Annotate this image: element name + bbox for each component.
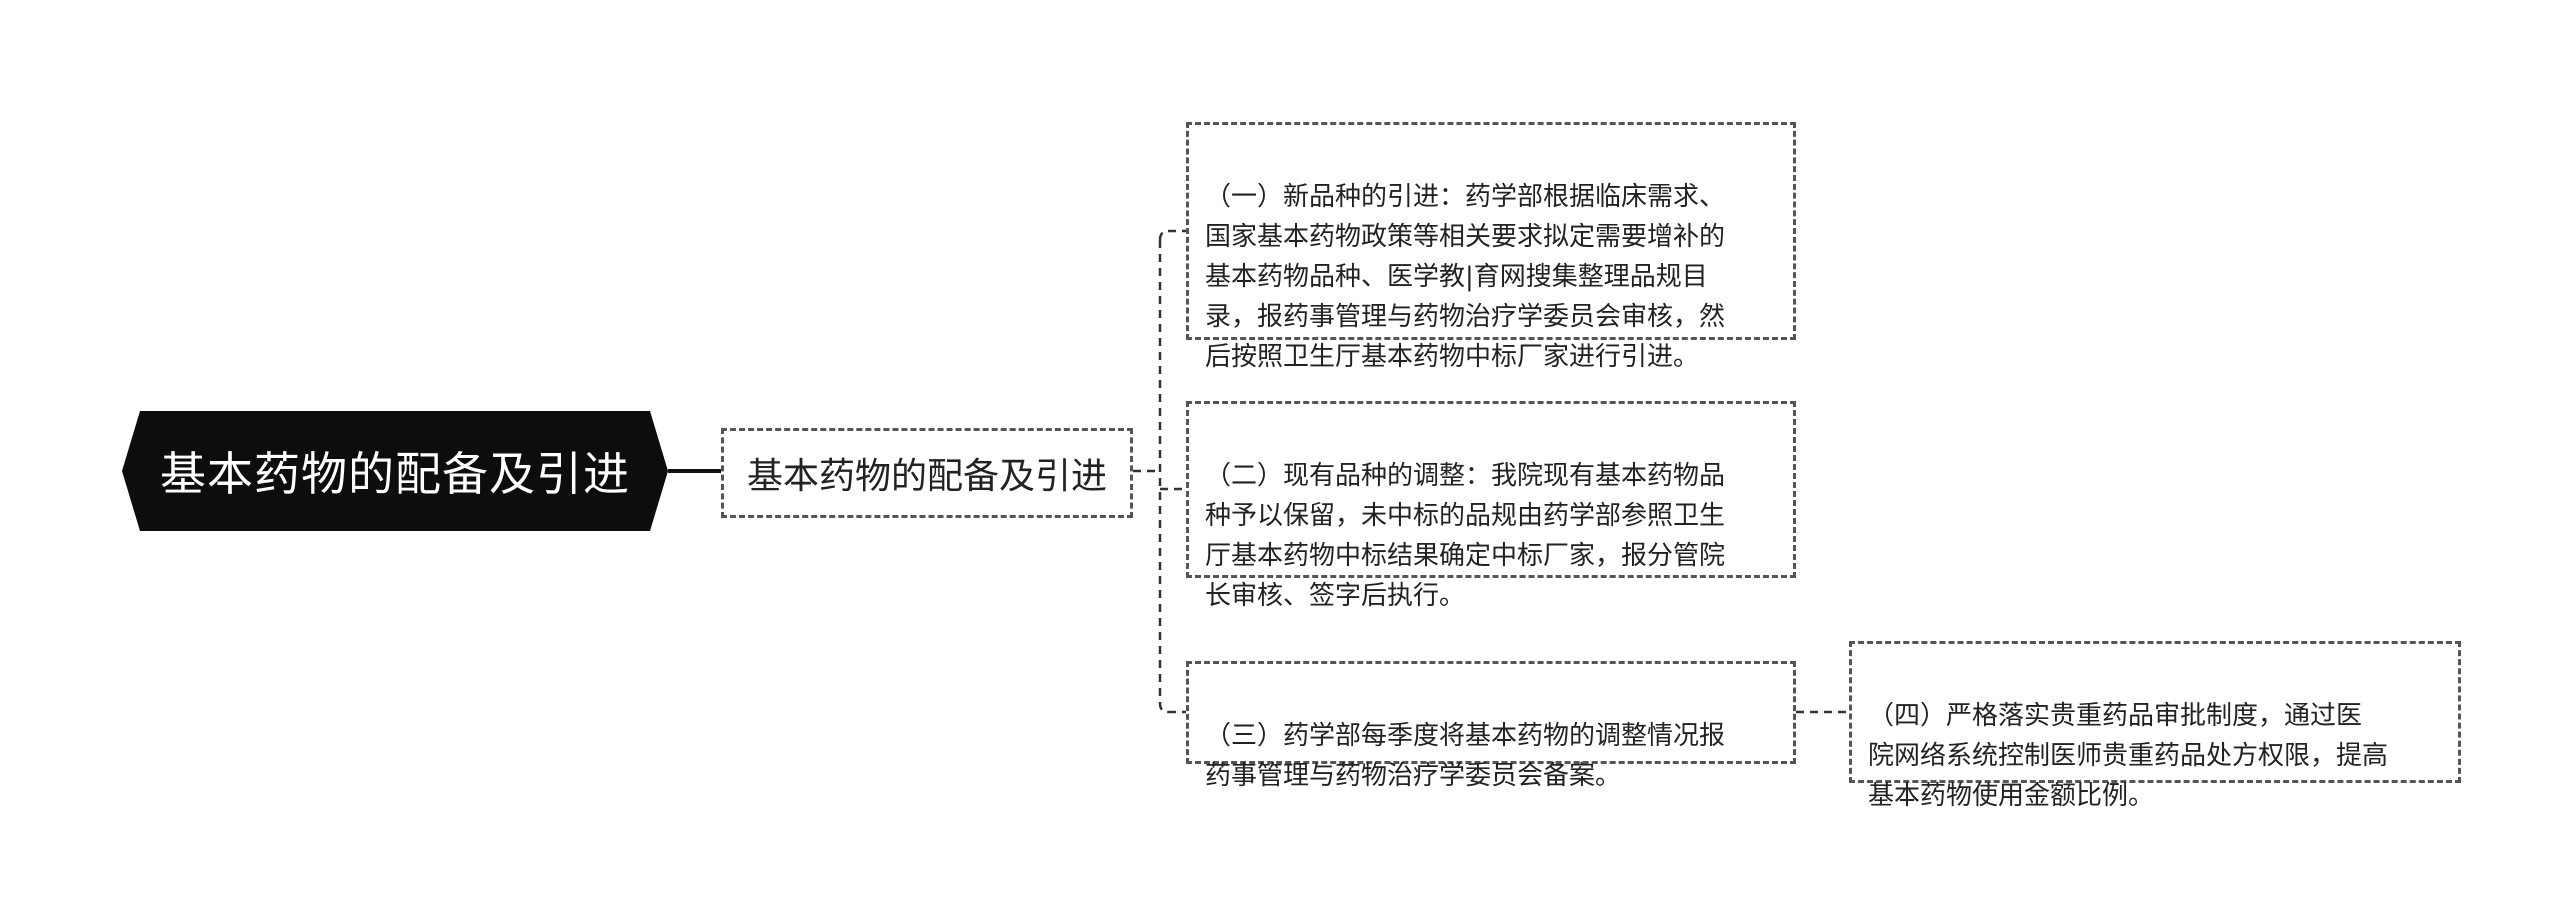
item-text-3: （三）药学部每季度将基本药物的调整情况报 药事管理与药物治疗学委员会备案。 (1205, 721, 1726, 791)
item-node-1[interactable]: （一）新品种的引进：药学部根据临床需求、 国家基本药物政策等相关要求拟定需要增补… (1186, 122, 1796, 372)
root-node[interactable]: 基本药物的配备及引进 (122, 411, 668, 531)
item-node-2[interactable]: （二）现有品种的调整：我院现有基本药物品 种予以保留，未中标的品规由药学部参照卫… (1186, 401, 1796, 611)
connector-trunk-vertical (1158, 229, 1169, 714)
item-node-4[interactable]: （四）严格落实贵重药品审批制度，通过医 院网络系统控制医师贵重药品处方权限，提高… (1849, 641, 2461, 811)
root-label: 基本药物的配备及引进 (160, 447, 630, 501)
item-node-3[interactable]: （三）药学部每季度将基本药物的调整情况报 药事管理与药物治疗学委员会备案。 (1186, 661, 1796, 791)
item-text-4: （四）严格落实贵重药品审批制度，通过医 院网络系统控制医师贵重药品处方权限，提高… (1868, 701, 2389, 811)
subtopic-label: 基本药物的配备及引进 (746, 456, 1107, 497)
item-text-1: （一）新品种的引进：药学部根据临床需求、 国家基本药物政策等相关要求拟定需要增补… (1205, 182, 1726, 372)
item-text-2: （二）现有品种的调整：我院现有基本药物品 种予以保留，未中标的品规由药学部参照卫… (1205, 461, 1726, 611)
subtopic-node[interactable]: 基本药物的配备及引进 (721, 428, 1133, 518)
